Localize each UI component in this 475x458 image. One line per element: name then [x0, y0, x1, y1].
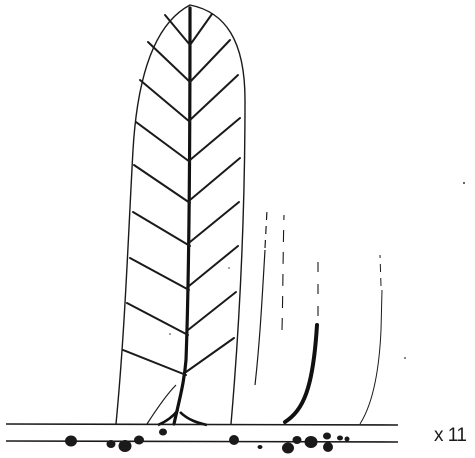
vein-right-2 [190, 40, 230, 82]
stray-mark [463, 182, 465, 184]
granule [107, 440, 116, 448]
vein-left-7 [130, 258, 189, 290]
shoot-line-2-dashed [282, 215, 284, 330]
vein-right-9 [186, 338, 234, 372]
vein-right-5 [190, 158, 240, 200]
granule [282, 443, 294, 454]
vein-right-1 [190, 14, 212, 45]
shoot-line-4-dashed [380, 255, 381, 286]
magnification-label: x 11 [434, 425, 467, 447]
vein-left-1 [165, 15, 190, 45]
granule [345, 437, 350, 442]
stray-mark [228, 267, 230, 269]
granule [65, 436, 77, 447]
vein-left-2 [148, 42, 190, 82]
granule [134, 436, 144, 445]
vein-right-8 [188, 292, 236, 330]
vein-left-9 [123, 350, 186, 375]
shoot-line-1 [255, 250, 265, 385]
granule [323, 442, 333, 452]
granule [337, 436, 343, 441]
granule [305, 436, 318, 448]
shoot-line-3-thick [285, 325, 317, 422]
substrate-line-bottom [6, 441, 398, 442]
shoot-line-1-dashed [265, 210, 267, 248]
shoot-lines [255, 210, 382, 424]
granule [229, 435, 239, 445]
vein-left-8 [127, 303, 188, 335]
midrib-base-branch-right [180, 412, 207, 425]
vein-right-7 [189, 246, 238, 286]
stray-mark [404, 357, 406, 359]
granule [159, 429, 167, 436]
vein-right-6 [190, 202, 239, 242]
vein-left-4 [136, 122, 190, 162]
shoot-line-4 [360, 290, 382, 424]
vein-right-3 [190, 75, 238, 120]
granule [293, 436, 302, 444]
stray-mark [169, 333, 171, 335]
substrate-line-top [6, 424, 398, 425]
vein-left-3 [140, 80, 190, 122]
vein-right-4 [190, 118, 240, 160]
granule [258, 445, 263, 449]
granule [119, 440, 132, 452]
vein-left-5 [134, 165, 190, 203]
granule [323, 433, 331, 440]
lateral-veins [123, 14, 240, 375]
vein-left-6 [133, 212, 190, 246]
